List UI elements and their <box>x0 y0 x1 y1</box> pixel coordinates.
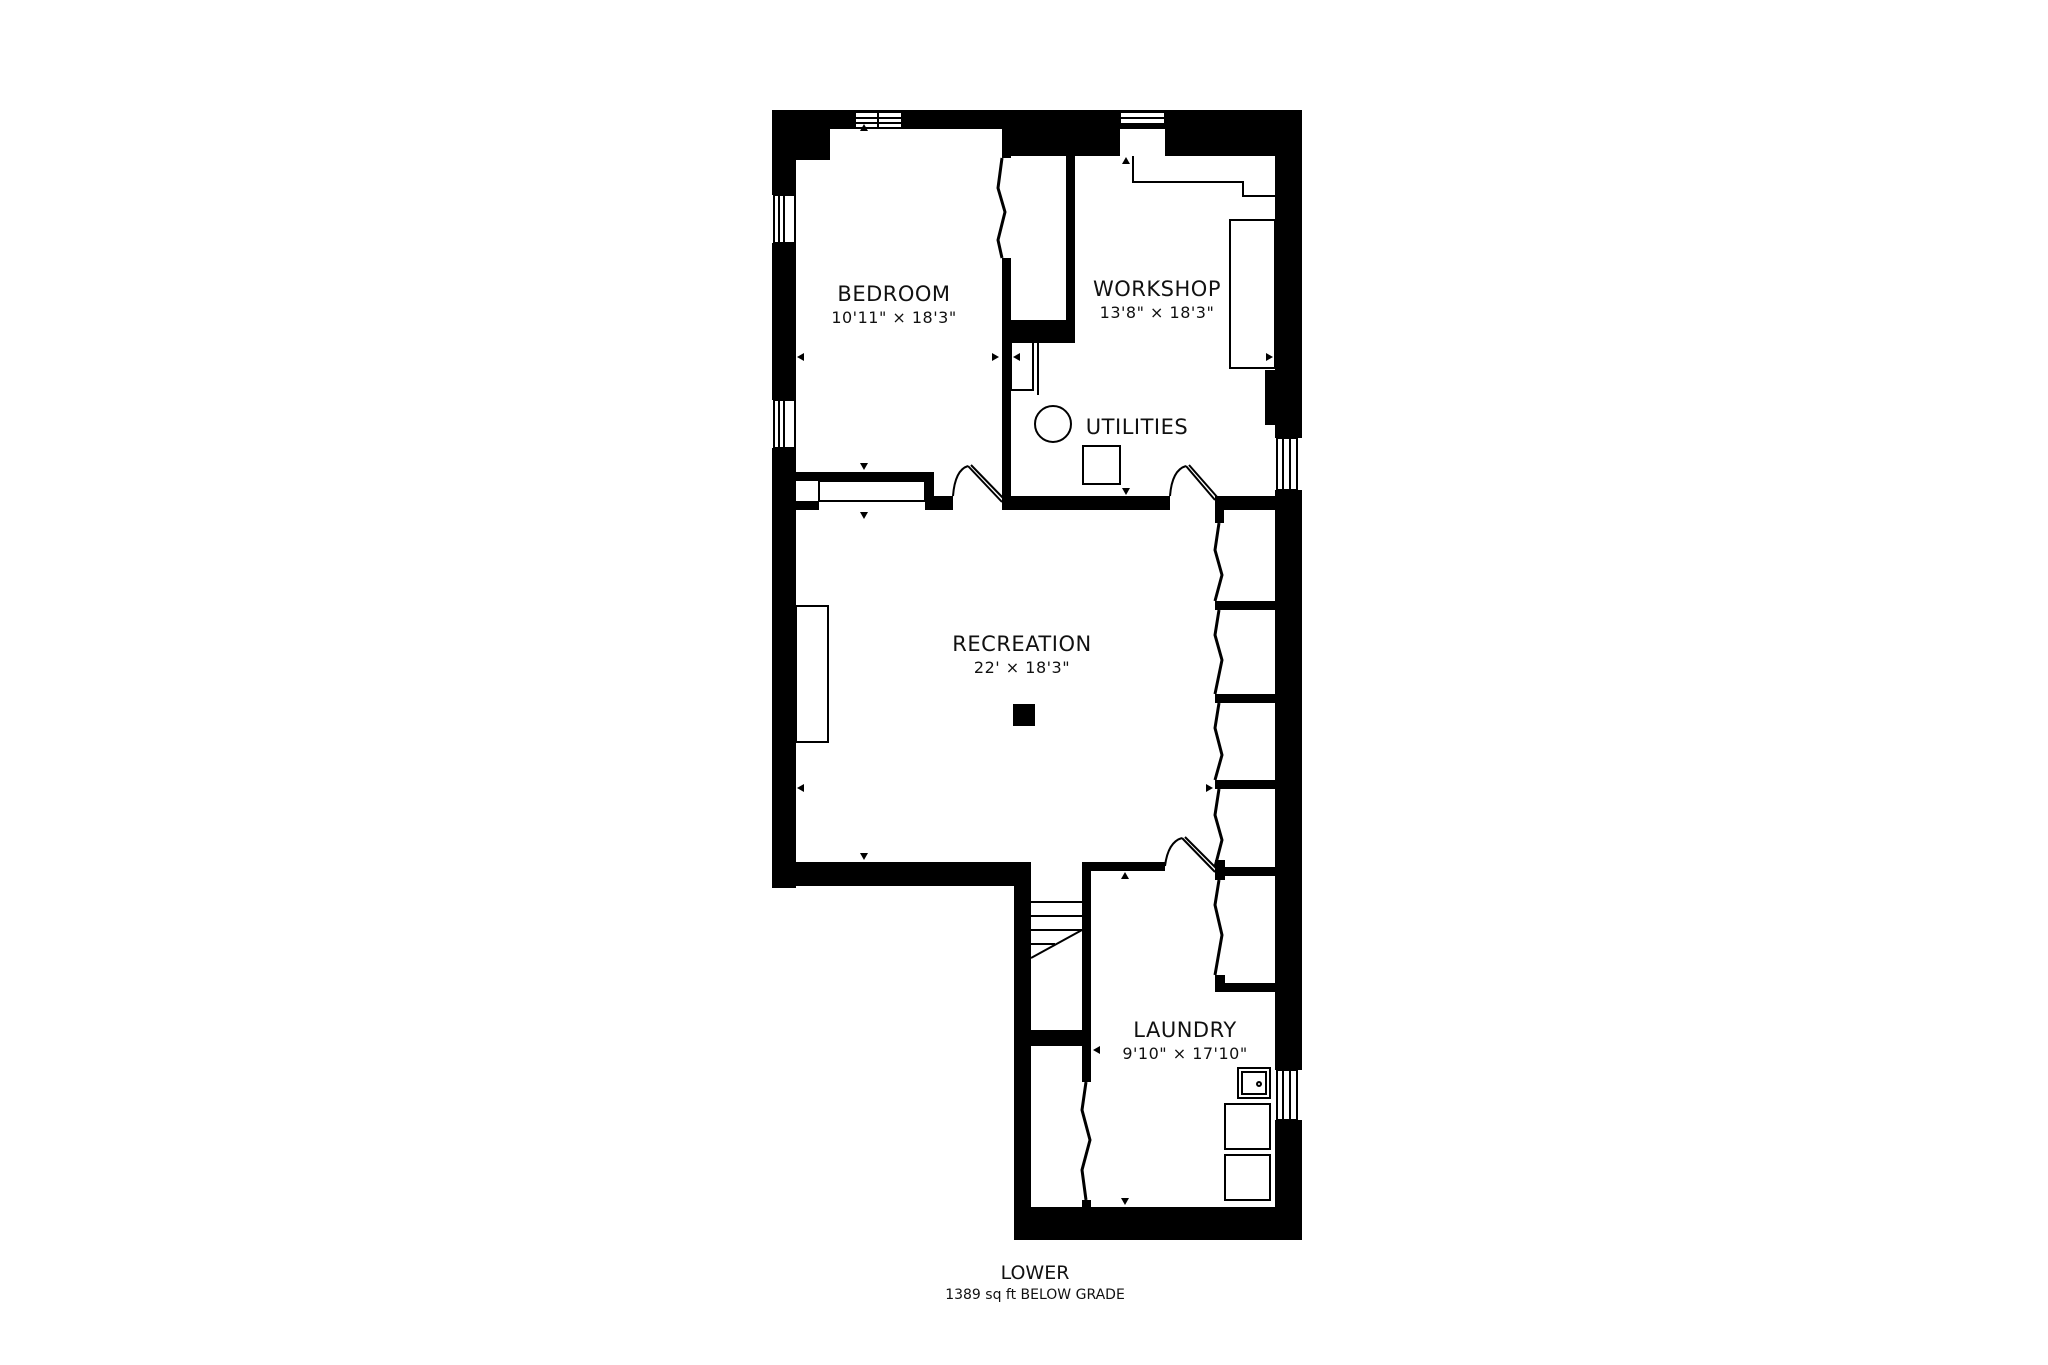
floor-name: LOWER <box>1000 1262 1070 1284</box>
swing-doors <box>952 464 1219 873</box>
fixtures <box>795 156 1276 1201</box>
floor-area: 1389 sq ft BELOW GRADE <box>945 1287 1125 1303</box>
room-label-workshop: WORKSHOP 13'8" × 18'3" <box>1093 277 1221 322</box>
floor-caption: LOWER 1389 sq ft BELOW GRADE <box>945 1262 1125 1303</box>
room-label-bedroom: BEDROOM 10'11" × 18'3" <box>831 282 956 327</box>
room-name: UTILITIES <box>1085 415 1189 439</box>
room-dimensions: 10'11" × 18'3" <box>831 308 957 327</box>
room-label-utilities: UTILITIES <box>1086 415 1188 439</box>
room-label-laundry: LAUNDRY 9'10" × 17'10" <box>1122 1018 1247 1063</box>
room-name: RECREATION <box>952 632 1092 656</box>
windows <box>773 111 1298 1121</box>
folding-doors <box>996 157 1224 1201</box>
walls <box>772 110 1302 1240</box>
room-name: WORKSHOP <box>1093 277 1221 301</box>
dimension-markers <box>797 124 1273 1205</box>
room-dimensions: 13'8" × 18'3" <box>1099 303 1215 322</box>
room-name: BEDROOM <box>837 282 951 306</box>
room-label-recreation: RECREATION 22' × 18'3" <box>952 632 1091 677</box>
room-name: LAUNDRY <box>1133 1018 1237 1042</box>
room-dimensions: 9'10" × 17'10" <box>1122 1044 1248 1063</box>
room-dimensions: 22' × 18'3" <box>973 658 1071 677</box>
